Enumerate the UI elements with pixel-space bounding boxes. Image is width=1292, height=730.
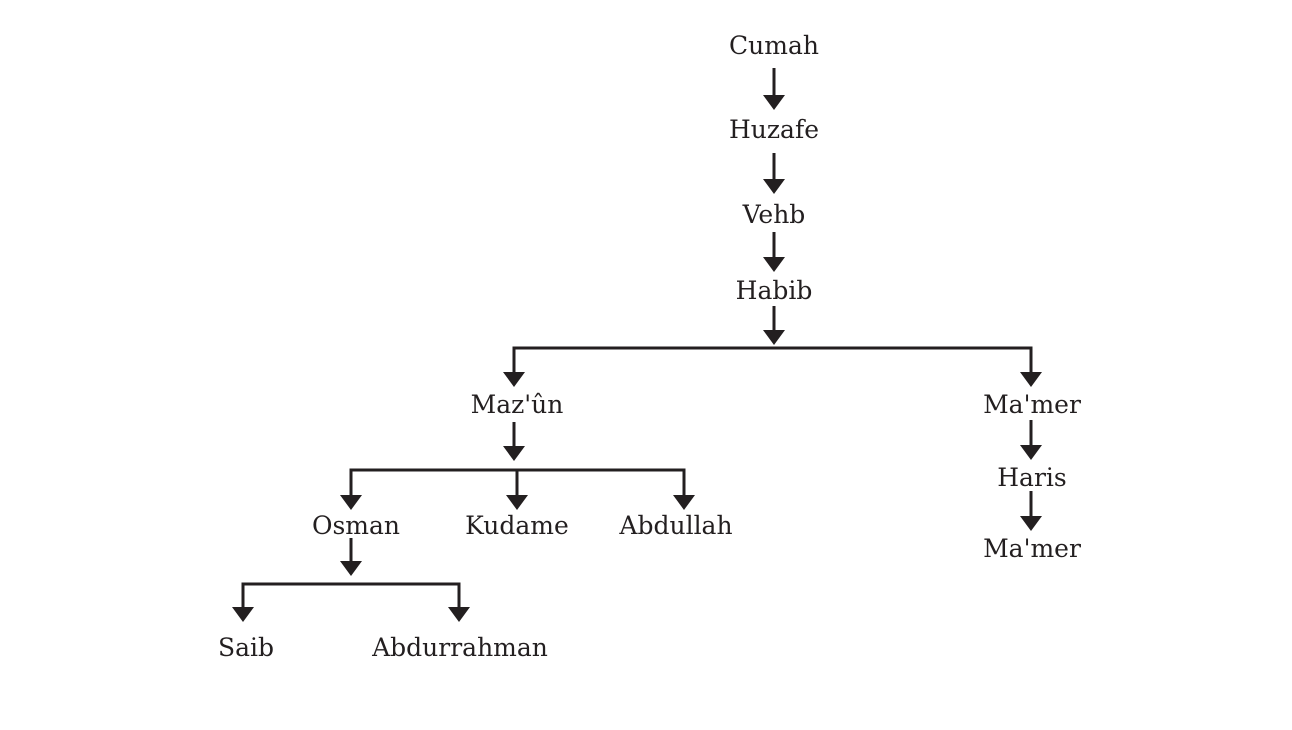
arrow-habib bbox=[763, 257, 785, 272]
node-mamer2: Ma'mer bbox=[983, 534, 1081, 563]
arrow-mazun bbox=[503, 372, 525, 387]
arrow-kudame bbox=[506, 495, 528, 510]
node-haris: Haris bbox=[997, 463, 1066, 492]
node-abdurrahman: Abdurrahman bbox=[371, 633, 548, 662]
arrow-huzafe bbox=[763, 95, 785, 110]
node-mamer1: Ma'mer bbox=[983, 390, 1081, 419]
node-saib: Saib bbox=[218, 633, 274, 662]
arrow-osman bbox=[340, 495, 362, 510]
node-osman: Osman bbox=[312, 511, 400, 540]
node-abdullah: Abdullah bbox=[618, 511, 732, 540]
node-huzafe: Huzafe bbox=[729, 115, 819, 144]
tree-edges bbox=[232, 68, 1042, 622]
arrow-vehb bbox=[763, 179, 785, 194]
arrow-mamer2 bbox=[1020, 516, 1042, 531]
node-kudame: Kudame bbox=[465, 511, 569, 540]
arrow-stem-habib bbox=[763, 330, 785, 345]
node-mazun: Maz'ûn bbox=[471, 390, 564, 419]
arrow-stem-osman bbox=[340, 561, 362, 576]
arrow-abdurrahman bbox=[448, 607, 470, 622]
arrow-haris bbox=[1020, 445, 1042, 460]
arrow-stem-mazun bbox=[503, 446, 525, 461]
node-cumah: Cumah bbox=[729, 31, 819, 60]
arrow-abdullah bbox=[673, 495, 695, 510]
arrow-saib bbox=[232, 607, 254, 622]
node-vehb: Vehb bbox=[742, 200, 806, 229]
arrow-mamer1 bbox=[1020, 372, 1042, 387]
node-habib: Habib bbox=[736, 276, 813, 305]
